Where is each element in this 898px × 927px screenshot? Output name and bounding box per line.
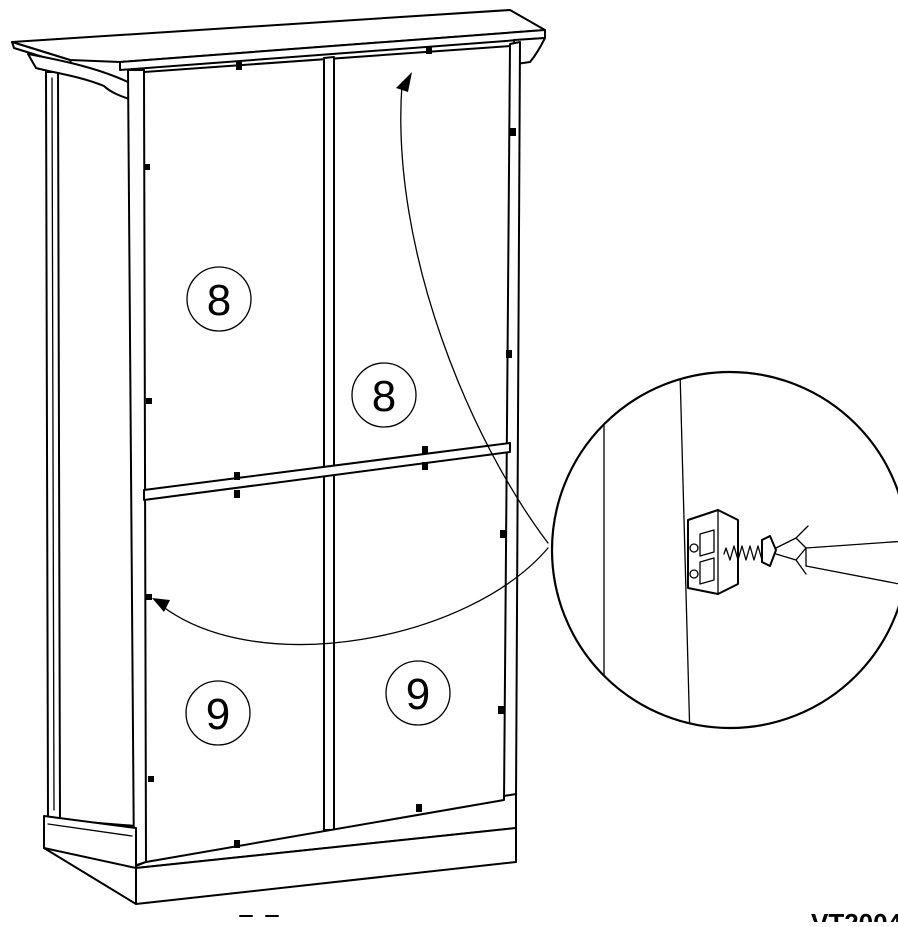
panel-callout-upper-left: 8 — [186, 266, 252, 332]
panel-callout-lower-right: 9 — [385, 660, 451, 726]
panel-number-lower-left: 9 — [206, 690, 230, 739]
mounting-clip-icon — [687, 509, 739, 595]
detail-magnifier — [550, 370, 898, 730]
panel-number-upper-right: 8 — [372, 372, 396, 421]
panel-callout-lower-left: 9 — [185, 680, 251, 746]
cabinet-back-frame — [127, 41, 521, 867]
fastener-clips — [144, 46, 516, 848]
arrow-head-up-icon — [396, 72, 412, 92]
cabinet-side-panel — [45, 71, 137, 827]
panel-callout-upper-right: 8 — [351, 362, 417, 428]
screw-icon — [723, 535, 777, 567]
cabinet-top-crown — [11, 9, 546, 101]
arrow-head-left-icon — [152, 598, 170, 612]
panel-number-lower-right: 9 — [406, 670, 430, 719]
cabinet-base-plinth — [43, 793, 517, 905]
screwdriver-icon — [775, 525, 898, 589]
panel-number-upper-left: 8 — [207, 276, 231, 325]
detail-leader-arrows — [152, 72, 549, 646]
model-code-label: VT2004 — [811, 908, 898, 922]
